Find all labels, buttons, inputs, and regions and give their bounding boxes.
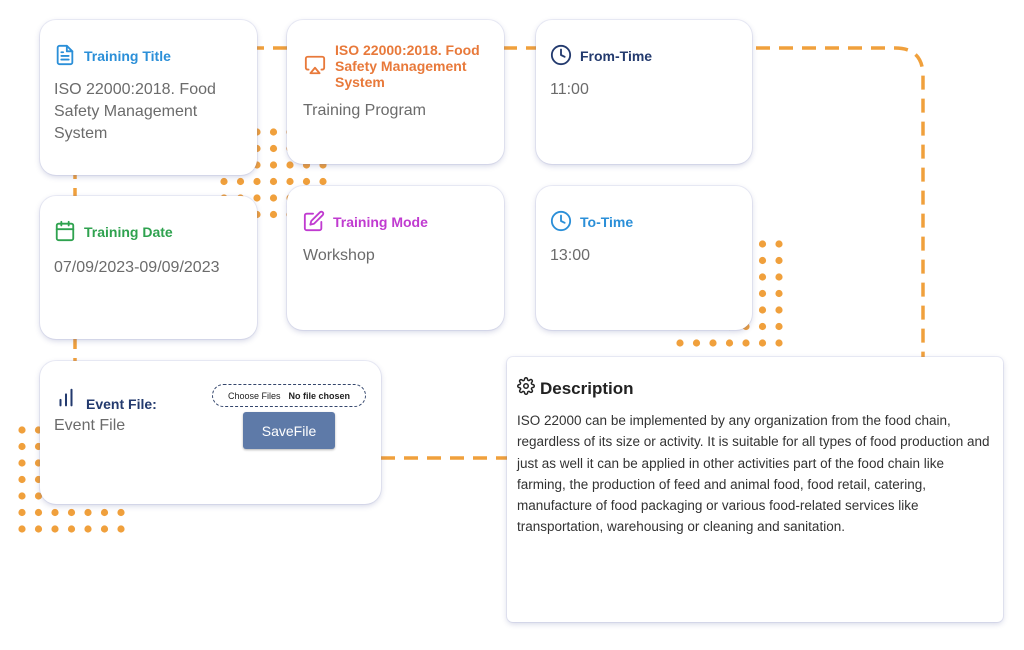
decorative-dot bbox=[302, 177, 311, 186]
decorative-dot bbox=[253, 177, 261, 186]
decorative-dot bbox=[18, 475, 26, 484]
training-date-value: 07/09/2023-09/09/2023 bbox=[54, 259, 220, 276]
decorative-dot bbox=[286, 177, 294, 186]
decorative-dot bbox=[269, 128, 278, 136]
decorative-dot bbox=[18, 426, 26, 434]
decorative-dot bbox=[253, 194, 261, 202]
cast-icon bbox=[303, 54, 327, 81]
decorative-dot bbox=[758, 306, 767, 314]
from-time-value: 11:00 bbox=[550, 81, 589, 98]
decorative-dot bbox=[34, 508, 43, 517]
decorative-dot bbox=[67, 508, 76, 517]
decorative-dot bbox=[84, 525, 92, 533]
decorative-dot bbox=[319, 177, 327, 186]
decorative-dot bbox=[758, 339, 767, 347]
decorative-dot bbox=[100, 525, 109, 533]
decorative-dot bbox=[775, 273, 783, 281]
training-mode-card: Training Mode Workshop bbox=[287, 186, 504, 330]
save-file-button[interactable]: SaveFile bbox=[243, 412, 335, 449]
decorative-dot bbox=[269, 161, 278, 169]
choose-files-label[interactable]: Choose Files bbox=[227, 390, 281, 401]
event-file-card: Event File: Event File Choose Files No f… bbox=[40, 361, 381, 504]
decorative-dot bbox=[775, 306, 783, 314]
to-time-card: To-Time 13:00 bbox=[536, 186, 752, 330]
file-chooser-input[interactable]: Choose Files No file chosen bbox=[212, 384, 366, 407]
training-title-value: ISO 22000:2018. Food Safety Management S… bbox=[54, 81, 216, 142]
decorative-dot bbox=[220, 177, 228, 186]
decorative-dot bbox=[51, 508, 59, 517]
decorative-dot bbox=[18, 525, 26, 533]
training-program-card: ISO 22000:2018. Food Safety Management S… bbox=[287, 20, 504, 164]
decorative-dot bbox=[758, 289, 767, 298]
description-label: Description bbox=[540, 378, 634, 398]
decorative-dot bbox=[18, 492, 26, 500]
decorative-dot bbox=[709, 339, 717, 347]
decorative-dot bbox=[676, 339, 684, 347]
decorative-dot bbox=[100, 508, 109, 517]
decorative-dot bbox=[18, 442, 26, 451]
decorative-dot bbox=[692, 339, 701, 347]
decorative-dot bbox=[117, 508, 125, 517]
training-program-label: ISO 22000:2018. Food Safety Management S… bbox=[335, 42, 480, 90]
training-mode-label: Training Mode bbox=[333, 214, 428, 230]
event-file-label: Event File: bbox=[86, 396, 157, 412]
description-card: Description ISO 22000 can be implemented… bbox=[507, 357, 1003, 622]
decorative-dot bbox=[758, 240, 767, 248]
decorative-dot bbox=[236, 177, 245, 186]
decorative-dot bbox=[775, 339, 783, 347]
decorative-dot bbox=[51, 525, 59, 533]
decorative-dot bbox=[269, 194, 278, 202]
decorative-dot bbox=[725, 339, 734, 347]
edit-icon bbox=[303, 210, 325, 237]
training-mode-value: Workshop bbox=[303, 247, 375, 264]
training-title-label: Training Title bbox=[84, 48, 171, 64]
calendar-icon bbox=[54, 220, 76, 247]
to-time-value: 13:00 bbox=[550, 247, 591, 264]
document-icon bbox=[54, 44, 76, 71]
clock-icon bbox=[550, 44, 572, 71]
from-time-card: From-Time 11:00 bbox=[536, 20, 752, 164]
training-date-card: Training Date 07/09/2023-09/09/2023 bbox=[40, 196, 257, 339]
decorative-dot bbox=[758, 256, 767, 265]
decorative-dot bbox=[758, 273, 767, 281]
description-text: ISO 22000 can be implemented by any orga… bbox=[517, 413, 990, 535]
decorative-dot bbox=[775, 322, 783, 331]
decorative-dot bbox=[18, 508, 26, 517]
decorative-dot bbox=[34, 525, 43, 533]
decorative-dot bbox=[758, 322, 767, 331]
clock-icon bbox=[550, 210, 572, 237]
decorative-dot bbox=[67, 525, 76, 533]
decorative-dot bbox=[84, 508, 92, 517]
decorative-dot bbox=[18, 459, 26, 467]
decorative-dot bbox=[775, 240, 783, 248]
training-program-value: Training Program bbox=[303, 102, 427, 119]
decorative-dot bbox=[286, 161, 294, 169]
no-file-chosen-text: No file chosen bbox=[288, 390, 351, 401]
gear-icon bbox=[517, 377, 535, 400]
decorative-dot bbox=[269, 210, 278, 219]
from-time-label: From-Time bbox=[580, 48, 653, 64]
decorative-dot bbox=[775, 289, 783, 298]
decorative-dot bbox=[775, 256, 783, 265]
event-file-value: Event File bbox=[54, 417, 126, 434]
training-title-card: Training Title ISO 22000:2018. Food Safe… bbox=[40, 20, 257, 175]
to-time-label: To-Time bbox=[580, 214, 634, 230]
bar-chart-icon bbox=[54, 387, 78, 414]
training-date-label: Training Date bbox=[84, 224, 173, 240]
decorative-dot bbox=[269, 144, 278, 153]
decorative-dot bbox=[117, 525, 125, 533]
decorative-dot bbox=[269, 177, 278, 186]
decorative-dot bbox=[742, 339, 750, 347]
